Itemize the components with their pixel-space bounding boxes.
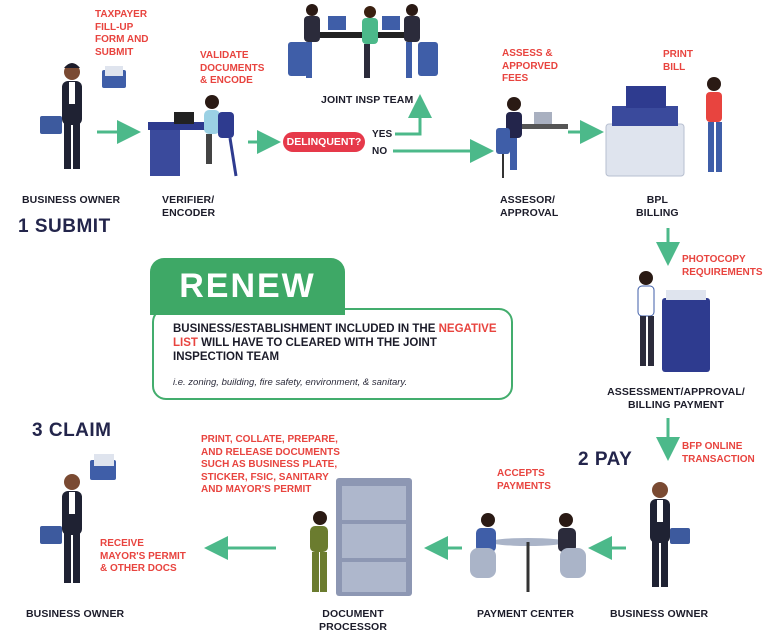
verifier-label: VERIFIER/ENCODER [162, 194, 216, 219]
joint-insp-label: JOINT INSP TEAM [321, 94, 414, 106]
delinquent-decision: DELINQUENT? [283, 132, 365, 152]
negative-list-highlight: NEGATIVE LIST [173, 323, 497, 349]
photocopier-figure [637, 271, 710, 372]
bpl-billing-figure [605, 77, 722, 177]
folder-icon [102, 66, 126, 88]
business-owner-label-3: BUSINESS OWNER [26, 608, 125, 620]
arrow-yes-to-joint-insp [395, 94, 432, 136]
step-submit: 1 SUBMIT [18, 216, 111, 237]
payment-center-figure [470, 513, 586, 592]
business-owner-label-1: BUSINESS OWNER [22, 194, 121, 206]
business-owner-figure-1 [40, 63, 82, 169]
verifier-desk-figure [148, 95, 238, 177]
assessor-desk-figure [496, 97, 568, 178]
step-pay: 2 PAY [578, 449, 633, 470]
renew-title: RENEW [150, 258, 345, 315]
business-owner-label-2: BUSINESS OWNER [610, 608, 709, 620]
renew-box [152, 308, 513, 400]
business-owner-figure-2 [650, 482, 690, 587]
payment-center-label: PAYMENT CENTER [477, 608, 575, 620]
document-processor-figure [310, 478, 412, 596]
print-collate-action: PRINT, COLLATE, PREPARE,AND RELEASE DOCU… [201, 434, 340, 495]
renew-text: BUSINESS/ESTABLISHMENT INCLUDED IN THE N… [173, 323, 497, 363]
assessment-label: ASSESSMENT/APPROVAL/BILLING PAYMENT [607, 386, 745, 411]
decision-no: NO [372, 146, 388, 157]
documents-icon [90, 454, 116, 480]
joint-inspection-team-figure [288, 4, 438, 78]
step-claim: 3 CLAIM [32, 420, 112, 441]
assessor-label: ASSESOR/APPROVAL [500, 194, 559, 219]
renew-note: i.e. zoning, building, fire safety, envi… [173, 377, 408, 388]
business-owner-figure-3 [40, 474, 82, 583]
decision-yes: YES [372, 129, 393, 140]
